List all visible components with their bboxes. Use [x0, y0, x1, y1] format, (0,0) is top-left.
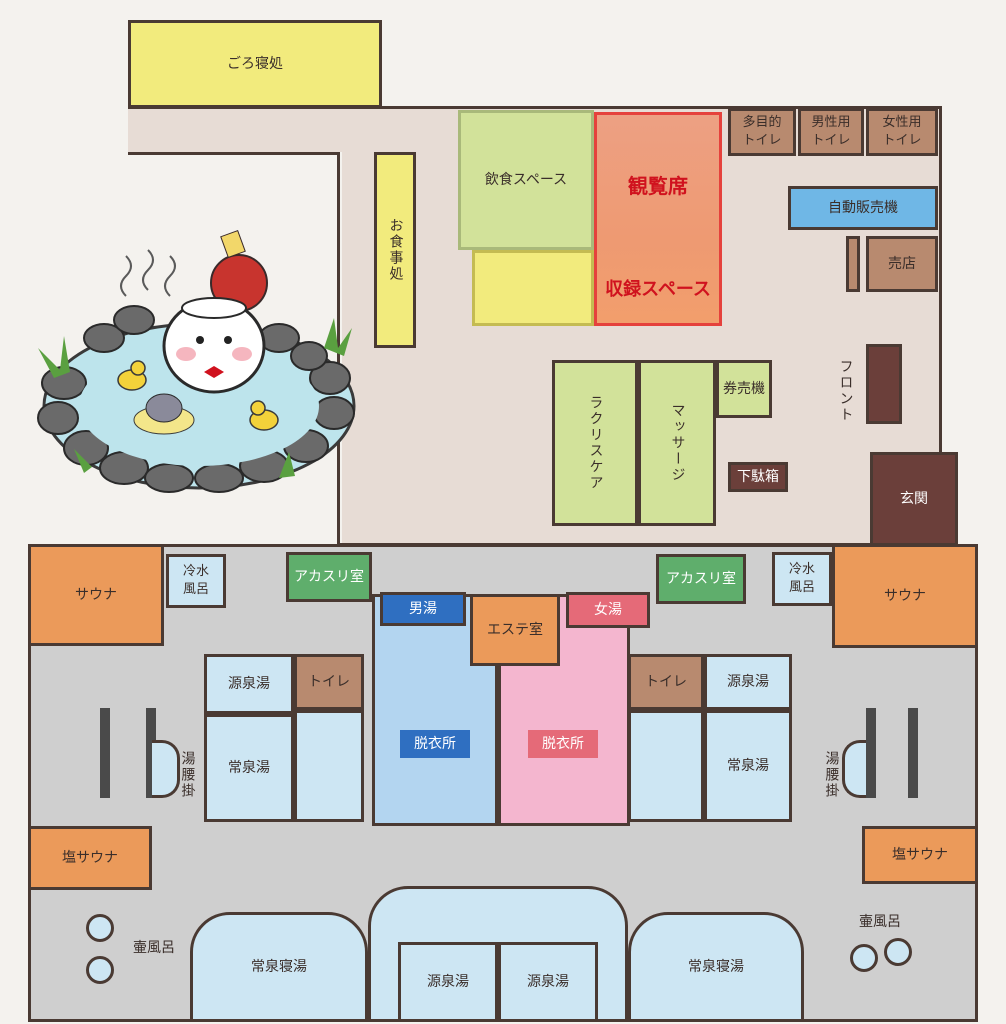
onsen-illustration	[37, 229, 356, 493]
room-oshokujidokoro: お食事処	[374, 152, 416, 348]
room-josei-toilet: 女性用 トイレ	[866, 108, 938, 156]
label-kanranseki: 観覧席	[628, 173, 688, 198]
label-mens-datsuijo: 脱衣所	[400, 730, 470, 758]
room-dansei-toilet: 男性用 トイレ	[798, 108, 864, 156]
room-inshoku-space: 飲食スペース	[458, 110, 594, 250]
womens-gensen: 源泉湯	[704, 654, 792, 710]
label-front: フロント	[837, 359, 854, 423]
room-genkan: 玄関	[870, 452, 958, 546]
raccoon-cat-icon	[133, 393, 195, 435]
mens-noren: 男湯	[380, 592, 466, 626]
mens-nezou: 常泉寝湯	[190, 912, 368, 1022]
room-jidouhanbaiki: 自動販売機	[788, 186, 938, 230]
room-tamokuteki-toilet: 多目的 トイレ	[728, 108, 796, 156]
room-kenbaiki: 券売機	[716, 360, 772, 418]
womens-noren: 女湯	[566, 592, 650, 628]
mens-joisen: 常泉湯	[204, 714, 294, 822]
mens-shower-bar-2	[146, 708, 156, 798]
room-kanranseki-shuroku	[594, 112, 722, 326]
womens-sauna: サウナ	[832, 544, 978, 648]
mens-shower-bar-1	[100, 708, 110, 798]
room-inshoku-space-extension	[472, 250, 594, 326]
mens-shio-sauna: 塩サウナ	[28, 826, 152, 890]
womens-shower-bar-1	[866, 708, 876, 798]
womens-akasuri: アカスリ室	[656, 554, 746, 604]
rubber-duck-icon	[117, 360, 279, 431]
womens-shio-sauna: 塩サウナ	[862, 826, 978, 884]
panda-bather-icon	[162, 229, 268, 394]
room-goro-nedokoro: ごろ寝処	[128, 20, 382, 108]
mens-gensen-bottom: 源泉湯	[398, 942, 498, 1022]
womens-tsubo-2	[850, 944, 878, 972]
womens-reisui: 冷水 風呂	[772, 552, 832, 606]
mens-sauna: サウナ	[28, 544, 164, 646]
womens-gensen-bottom: 源泉湯	[498, 942, 598, 1022]
womens-joisen: 常泉湯	[704, 710, 792, 822]
mens-gensen: 源泉湯	[204, 654, 294, 714]
label-womens-yukoshikake: 湯腰掛	[823, 751, 840, 799]
room-getabako: 下駄箱	[728, 462, 788, 492]
room-massage: マッサージ	[638, 360, 716, 526]
mens-yukoshikake-bench	[152, 740, 180, 798]
womens-tsubo-1	[884, 938, 912, 966]
room-rakuri-care: ラクリスケア	[552, 360, 638, 526]
mens-akasuri: アカスリ室	[286, 552, 372, 602]
womens-nezou: 常泉寝湯	[628, 912, 804, 1022]
mens-toilet: トイレ	[294, 654, 364, 710]
mens-joisen-extension	[294, 710, 364, 822]
label-mens-yukoshikake: 湯腰掛	[179, 751, 196, 799]
womens-shower-bar-2	[908, 708, 918, 798]
steam-icon	[120, 249, 176, 297]
womens-yukoshikake-bench	[842, 740, 870, 798]
room-este: エステ室	[470, 594, 560, 666]
label-mens-tsubo: 壷風呂	[133, 939, 175, 956]
label-shuroku-space: 収録スペース	[605, 278, 711, 300]
room-baiten: 売店	[866, 236, 938, 292]
mens-tsubo-2	[86, 956, 114, 984]
shop-shelf	[846, 236, 860, 292]
mens-tsubo-1	[86, 914, 114, 942]
mens-reisui: 冷水 風呂	[166, 554, 226, 608]
label-womens-tsubo: 壷風呂	[859, 913, 901, 930]
womens-joisen-extension	[628, 710, 704, 822]
front-counter	[866, 344, 902, 424]
grass-icon	[38, 318, 352, 478]
womens-toilet: トイレ	[628, 654, 704, 710]
label-womens-datsuijo: 脱衣所	[528, 730, 598, 758]
